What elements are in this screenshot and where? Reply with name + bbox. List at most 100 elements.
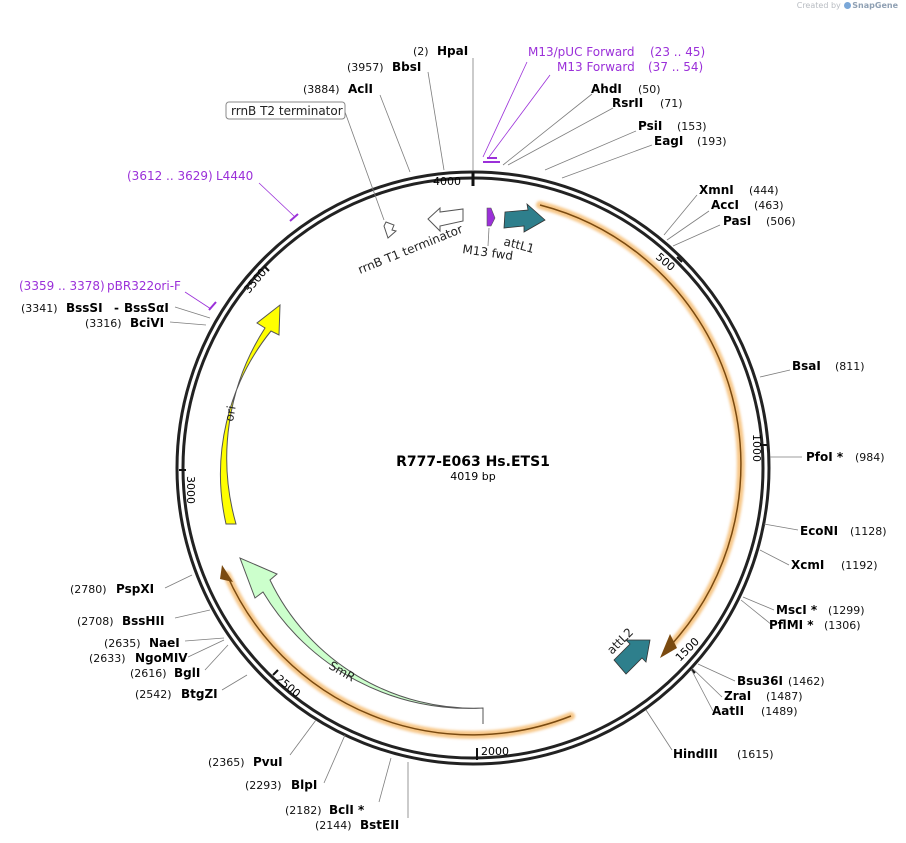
- rrnb-t2-arrow: [383, 221, 398, 239]
- enzyme-pos-aatii: (1489): [761, 705, 798, 718]
- tick-label-4000: 4000: [433, 175, 461, 188]
- leader-bbsi: [427, 71, 445, 171]
- enzyme-pos-bgli: (2616): [130, 667, 167, 680]
- enzyme-pos-btgzi: (2542): [135, 688, 172, 701]
- enzyme-blpi: BlpI: [291, 778, 317, 792]
- enzyme-msci: MscI *: [776, 603, 818, 617]
- enzyme-pos-bcli: (2182): [285, 804, 322, 817]
- smr-label: SmR: [327, 658, 358, 684]
- enzyme-acli: AclI: [348, 82, 373, 96]
- tick-3500: [263, 265, 270, 272]
- enzyme-pos-xmni: (444): [749, 184, 779, 197]
- enzyme-pos-bsai: (811): [835, 360, 865, 373]
- enzyme-bsu36i: Bsu36I: [737, 674, 783, 688]
- leader-pvui: [289, 719, 317, 756]
- leader-acci: [666, 210, 710, 241]
- leader-msci: [742, 596, 775, 611]
- enzyme-pos-naei: (2635): [104, 637, 141, 650]
- attl2-arrow: [613, 639, 651, 675]
- leader-acli: [379, 94, 411, 173]
- primer-m13-puc-range: (23 .. 45): [650, 45, 705, 59]
- enzyme-xmni: XmnI: [699, 183, 734, 197]
- leader-btgzi: [221, 674, 248, 691]
- leader-bsu36i: [697, 663, 736, 682]
- m13-forward-leader: [488, 74, 551, 158]
- enzyme-bsshii: BssHII: [122, 614, 164, 628]
- leader-eagi: [561, 144, 653, 179]
- tick-label-3500: 3500: [241, 266, 269, 296]
- enzyme-bbsi: BbsI: [392, 60, 421, 74]
- snapgene-credit: Created by SnapGene: [797, 1, 898, 10]
- enzyme-pos-hindiii: (1615): [737, 748, 774, 761]
- enzyme-hindiii: HindIII: [673, 747, 718, 761]
- enzyme-pos-bsteii: (2144): [315, 819, 352, 832]
- primer-pbr322-range: (3359 .. 3378): [19, 279, 105, 293]
- l4440-leader: [258, 182, 296, 218]
- tick-marks: [179, 172, 767, 760]
- primer-l4440-range: (3612 .. 3629): [127, 169, 213, 183]
- enzyme-pos-econi: (1128): [850, 525, 887, 538]
- enzyme-pos-pflmi: (1306): [824, 619, 861, 632]
- primer-m13-forward-range: (37 .. 54): [648, 60, 703, 74]
- enzyme-hpai: HpaI: [437, 44, 468, 58]
- enzyme-psii: PsiI: [638, 119, 662, 133]
- enzyme-pos-blpi: (2293): [245, 779, 282, 792]
- enzyme-acci: AccI: [711, 198, 739, 212]
- leader-xcmi: [759, 549, 790, 566]
- enzyme-bsssi-separator: -: [114, 301, 119, 315]
- leader-econi: [763, 523, 799, 531]
- enzyme-econi: EcoNI: [800, 524, 838, 538]
- primer-markers: [208, 157, 500, 311]
- enzyme-pos-pfoi: (984): [855, 451, 885, 464]
- leader-ngomiv: [187, 639, 225, 658]
- enzyme-pos-ahdi: (50): [638, 83, 661, 96]
- enzyme-pos-pspxi: (2780): [70, 583, 107, 596]
- enzyme-zrai: ZraI: [724, 689, 751, 703]
- enzyme-pos-psii: (153): [677, 120, 707, 133]
- enzyme-pos-bbsi: (3957): [347, 61, 384, 74]
- enzyme-pos-pvui: (2365): [208, 756, 245, 769]
- enzyme-bgli: BglI: [174, 666, 200, 680]
- enzyme-pflmi: PflMI *: [769, 618, 814, 632]
- enzyme-pos-msci: (1299): [828, 604, 865, 617]
- m13fwd-leader: [487, 227, 490, 247]
- plasmid-name: R777-E063 Hs.ETS1: [396, 454, 550, 470]
- orf-band-lower: [220, 565, 575, 739]
- enzyme-pos-ngomiv: (2633): [89, 652, 126, 665]
- tick-2500: [272, 669, 279, 676]
- enzyme-btgzi: BtgZI: [181, 687, 218, 701]
- enzyme-pfoi: PfoI *: [806, 450, 844, 464]
- enzyme-pos-zrai: (1487): [766, 690, 803, 703]
- enzyme-bcli: BclI *: [329, 803, 365, 817]
- leader-xmni: [663, 194, 698, 236]
- enzyme-naei: NaeI: [149, 636, 180, 650]
- leader-rsrii: [507, 107, 614, 166]
- enzyme-pos-pasi: (506): [766, 215, 796, 228]
- leader-naei: [184, 637, 225, 642]
- leader-bsshii: [174, 609, 211, 619]
- enzyme-bsteii: BstEII: [360, 818, 399, 832]
- enzyme-rsrii: RsrII: [612, 96, 643, 110]
- rrnb-t1-label: rrnB T1 terminator: [356, 222, 465, 277]
- enzyme-ngomiv: NgoMIV: [135, 651, 188, 665]
- leader-bgli: [204, 644, 229, 671]
- pbr322-leader: [184, 291, 212, 310]
- enzyme-pvui: PvuI: [253, 755, 283, 769]
- enzyme-bsai: BsaI: [792, 359, 821, 373]
- credit-text: Created by: [796, 1, 841, 10]
- m13fwd-arrow: [486, 207, 496, 227]
- ori-feature: [219, 303, 281, 525]
- tick-label-2000: 2000: [481, 745, 509, 758]
- enzyme-pos-rsrii: (71): [660, 97, 683, 110]
- enzyme-pos-eagi: (193): [697, 135, 727, 148]
- leader-bcli: [378, 757, 392, 803]
- enzyme-pos-hpai: (2): [413, 45, 429, 58]
- tick-label-2500: 2500: [273, 672, 303, 700]
- enzyme-bsssai: BssSαI: [124, 301, 169, 315]
- enzyme-pos-bsssi: (3341): [21, 302, 58, 315]
- orf-band: [536, 201, 745, 658]
- rrnb-t1-arrow: [427, 206, 464, 233]
- l4440-marker: [289, 213, 299, 222]
- leader-pspxi: [164, 574, 193, 589]
- ori-label: ori: [222, 405, 238, 423]
